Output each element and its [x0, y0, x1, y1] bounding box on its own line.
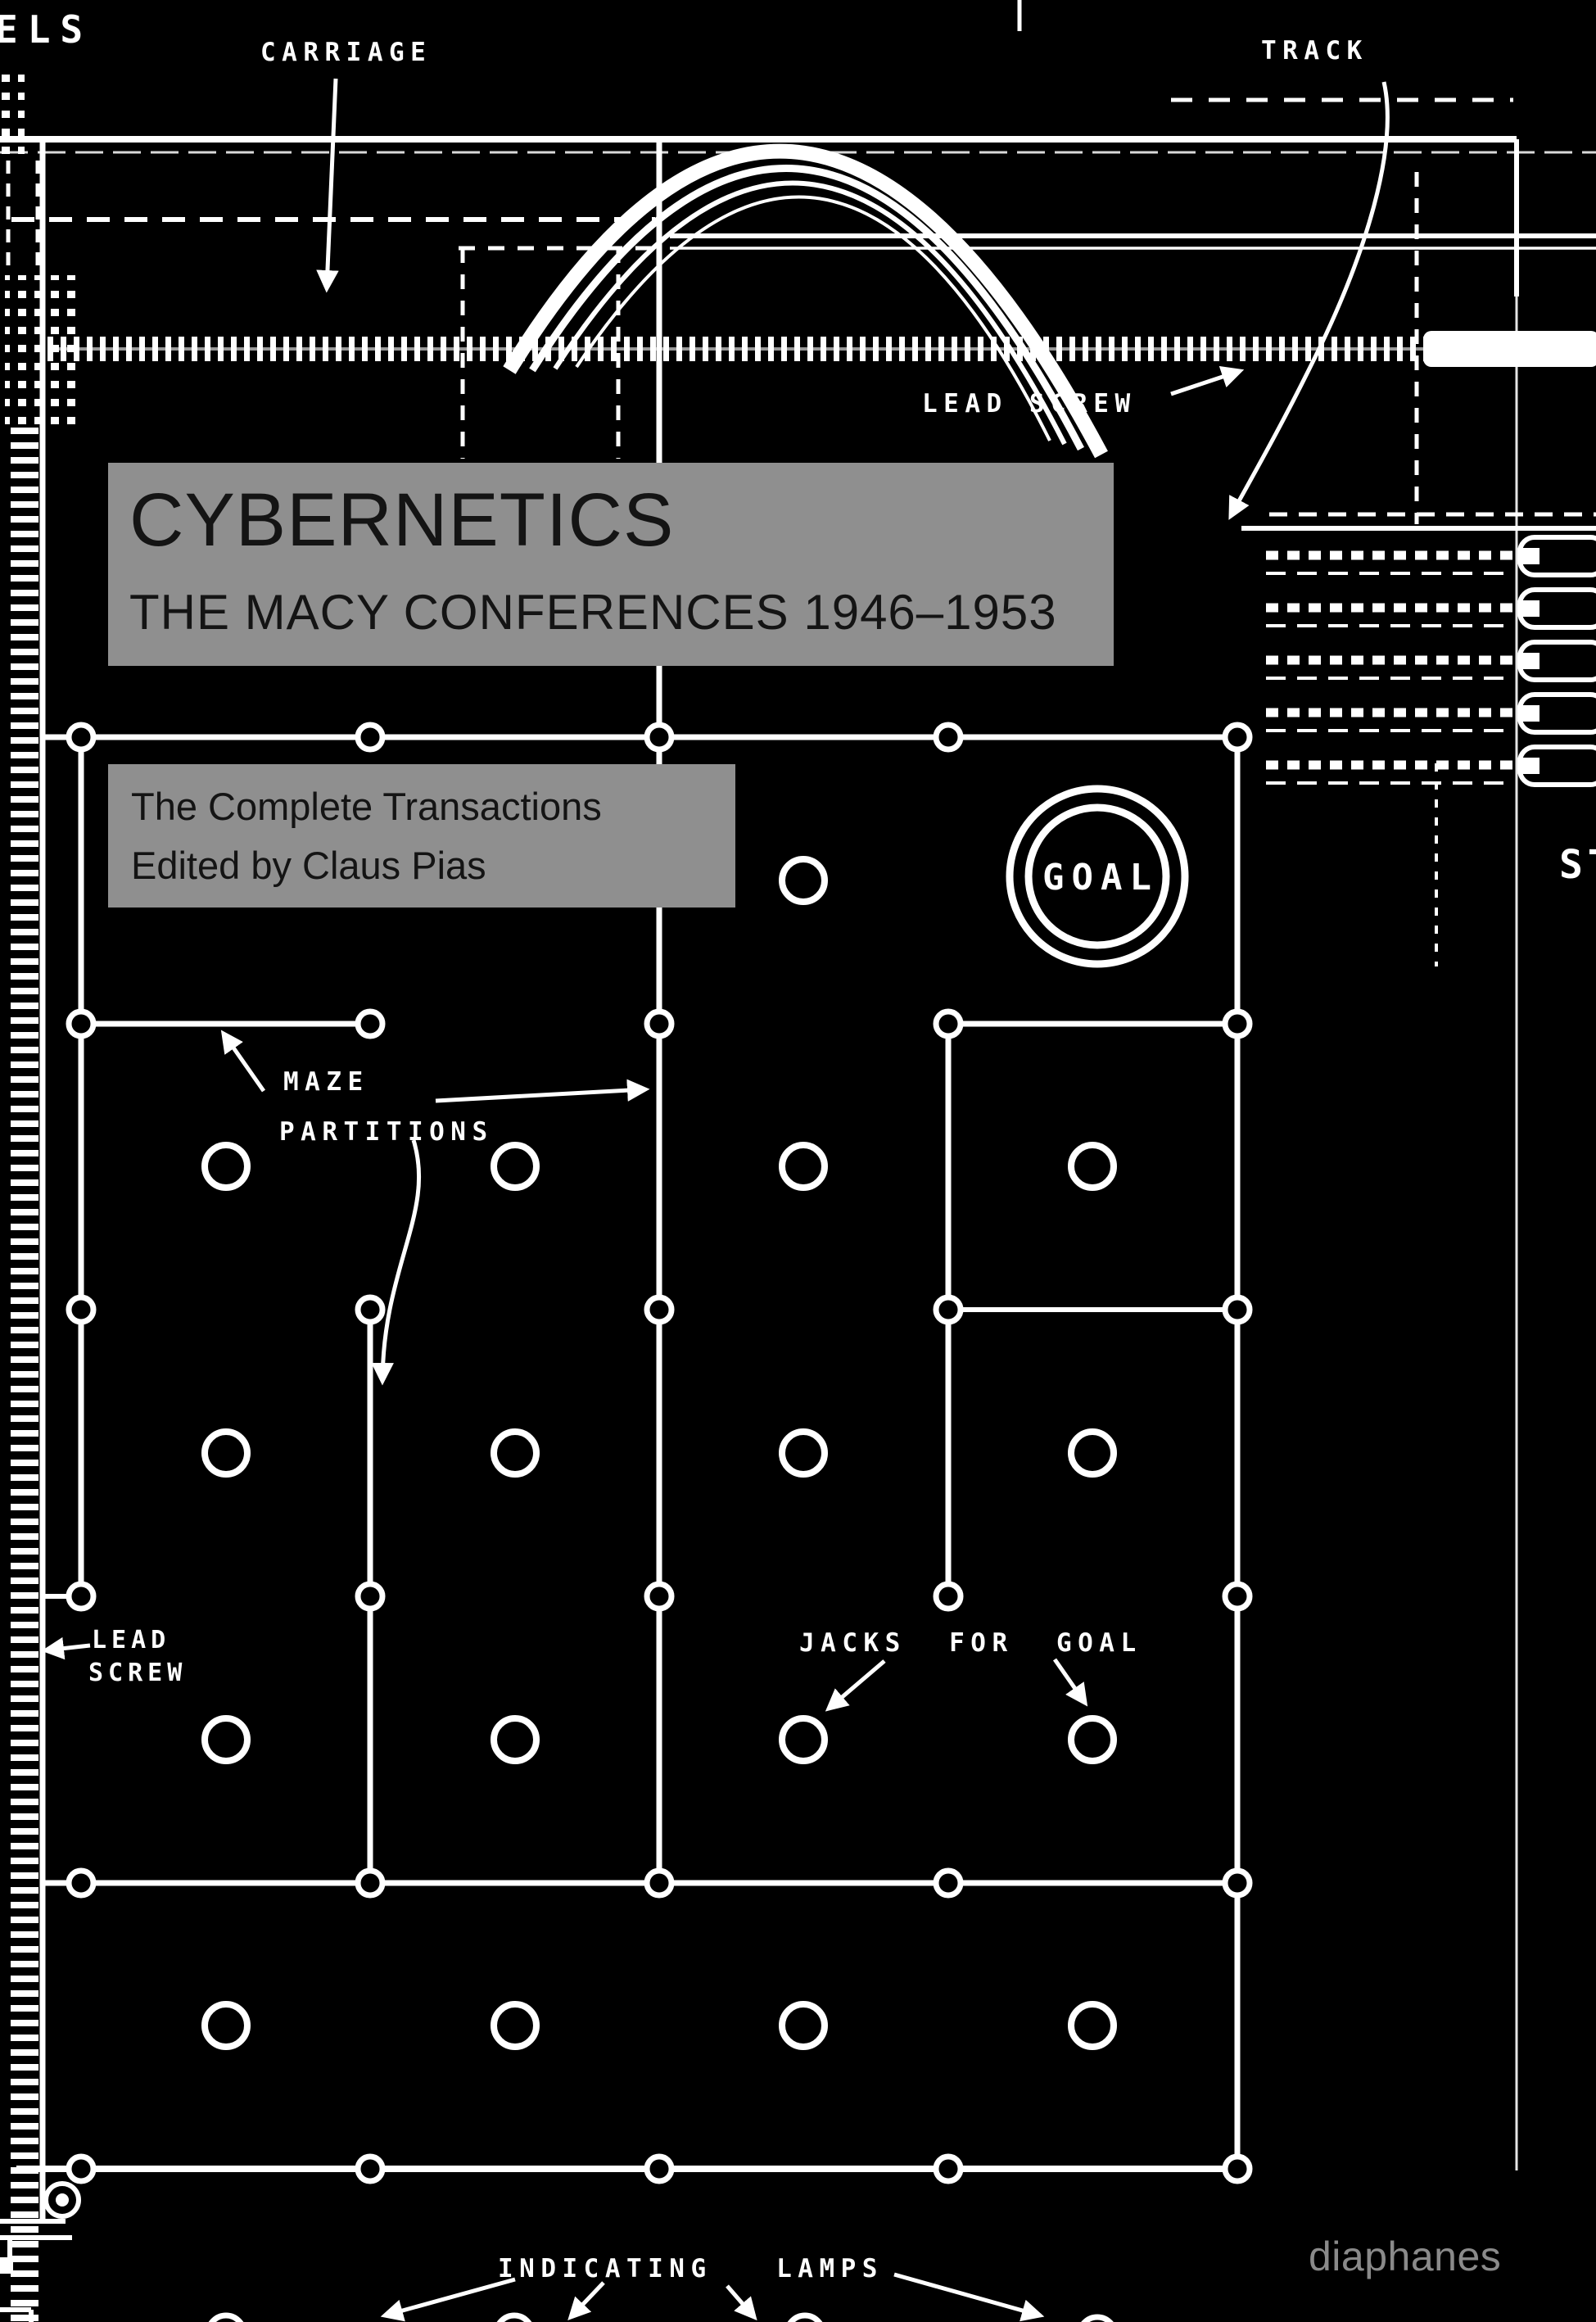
track-label: TRACK [1261, 36, 1368, 66]
maze-partitions-label-line2: PARTITIONS [279, 1117, 494, 1147]
track-rails [0, 97, 1596, 2170]
publisher-logotype: diaphanes [1309, 2234, 1502, 2279]
wire-arc-bundle [503, 0, 1108, 459]
perforated-block-top-left [0, 66, 25, 156]
lead-screw-left-label-line2: SCREW [88, 1659, 187, 1687]
wheels-label-partial: ELS [0, 7, 93, 52]
maze-node-grid [66, 722, 1253, 2184]
book-subtitle: THE MACY CONFERENCES 1946–1953 [129, 585, 1057, 640]
relay-block [1241, 172, 1596, 966]
edition-panel: The Complete Transactions Edited by Clau… [108, 764, 735, 908]
lead-screw-vertical [11, 139, 46, 2322]
maze-partitions-label-line1: MAZE [283, 1067, 369, 1097]
drive-rod [1423, 331, 1596, 367]
annotation-arrows [41, 78, 1390, 2322]
goal-label: GOAL [1042, 857, 1159, 898]
bottom-left-fittings [0, 2181, 81, 2322]
st-label-partial: ST [1559, 842, 1596, 888]
indicating-lamps [208, 2312, 1114, 2322]
maze-partition-lines [16, 139, 1241, 2172]
maze-hole-grid [201, 856, 1117, 2050]
edition-line2: Edited by Claus Pias [131, 844, 486, 887]
lead-screw-label: LEAD SCREW [922, 389, 1137, 419]
title-panel: CYBERNETICS THE MACY CONFERENCES 1946–19… [108, 463, 1114, 666]
jacks-for-goal-label: JACKS FOR GOAL [799, 1628, 1142, 1658]
lead-screw-left-label-line1: LEAD [92, 1626, 170, 1654]
carriage-dashed-outline [6, 161, 663, 459]
goal-rings [1006, 785, 1189, 968]
carriage-label: CARRIAGE [260, 38, 432, 67]
indicating-lamps-label: INDICATING LAMPS [498, 2254, 884, 2284]
book-title: CYBERNETICS [129, 478, 675, 562]
edition-line1: The Complete Transactions [131, 785, 602, 828]
